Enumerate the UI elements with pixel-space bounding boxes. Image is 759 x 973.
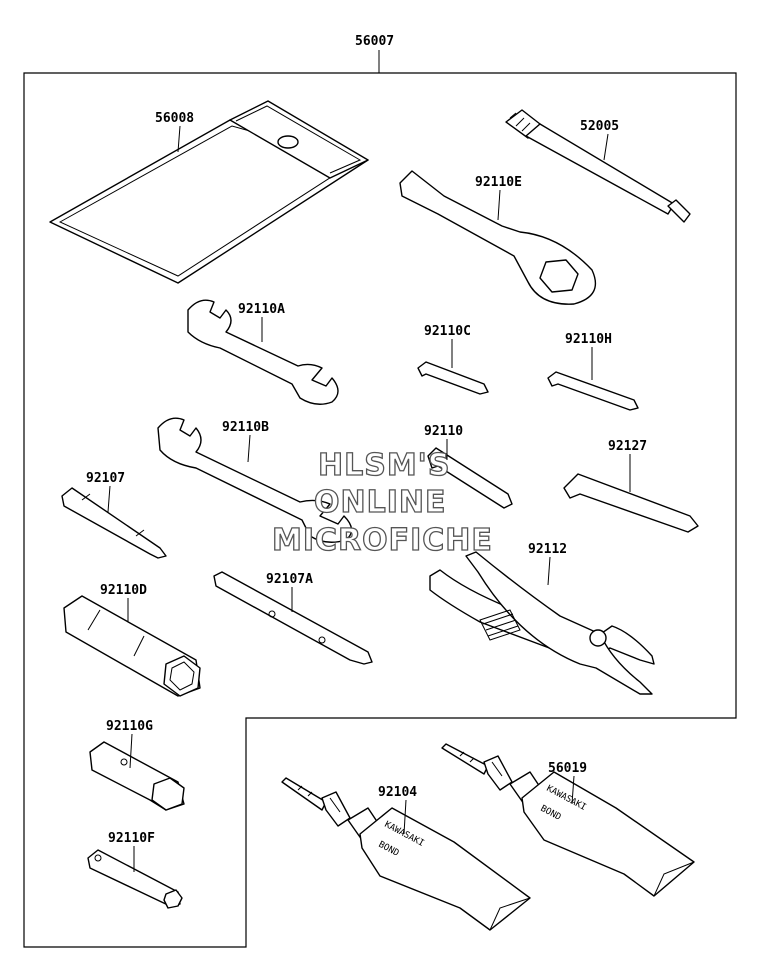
watermark-line-3: MICROFICHE — [272, 523, 493, 558]
part-label-56008: 56008 — [155, 111, 194, 126]
leader-92110G — [129, 733, 133, 769]
hex-key-icon — [563, 473, 699, 533]
part-label-92107A: 92107A — [266, 572, 313, 587]
part-label-56019: 56019 — [548, 761, 587, 776]
hex-key-icon — [547, 371, 639, 411]
screwdriver-bit-icon — [213, 571, 373, 665]
part-label-92110C: 92110C — [424, 324, 471, 339]
part-label-92110F: 92110F — [108, 831, 155, 846]
leader-92104 — [403, 799, 407, 835]
part-label-92110H: 92110H — [565, 332, 612, 347]
part-label-92127: 92127 — [608, 439, 647, 454]
open-end-wrench-icon — [187, 299, 339, 405]
watermark: HLSM'S ONLINE MICROFICHE — [271, 447, 493, 558]
screwdriver-bit-icon — [61, 487, 167, 559]
leader-92112 — [547, 556, 551, 586]
part-label-92110E: 92110E — [475, 175, 522, 190]
part-label-92110A: 92110A — [238, 302, 285, 317]
box-wrench-icon — [63, 595, 201, 697]
leader-56019 — [571, 775, 575, 805]
leader-92107 — [107, 485, 111, 513]
assembly-number-label: 56007 — [355, 34, 394, 49]
tool-pouch-icon — [49, 100, 369, 284]
part-label-92107: 92107 — [86, 471, 125, 486]
leader-92110E — [497, 189, 501, 221]
part-label-92110: 92110 — [424, 424, 463, 439]
leader-56008 — [177, 125, 181, 153]
leader-52005 — [603, 133, 609, 161]
assembly-frame — [23, 72, 737, 948]
watermark-line-1: HLSM'S — [318, 448, 450, 483]
part-label-92104: 92104 — [378, 785, 417, 800]
box-wrench-icon — [89, 741, 185, 811]
screwdriver-handle-icon — [505, 109, 691, 223]
ring-spanner-icon — [399, 170, 597, 305]
pliers-icon — [429, 551, 655, 695]
part-label-92110B: 92110B — [222, 420, 269, 435]
watermark-line-2: ONLINE — [314, 485, 447, 520]
leader-92110B — [247, 434, 251, 463]
hex-key-icon — [417, 361, 489, 395]
part-label-92112: 92112 — [528, 542, 567, 557]
tommy-bar-icon — [87, 849, 183, 909]
part-label-92110G: 92110G — [106, 719, 153, 734]
part-label-52005: 52005 — [580, 119, 619, 134]
bond-tube-icon: KAWASAKI BOND — [441, 743, 695, 897]
open-end-wrench-icon — [157, 417, 353, 543]
hex-key-icon — [427, 447, 513, 509]
part-label-92110D: 92110D — [100, 583, 147, 598]
